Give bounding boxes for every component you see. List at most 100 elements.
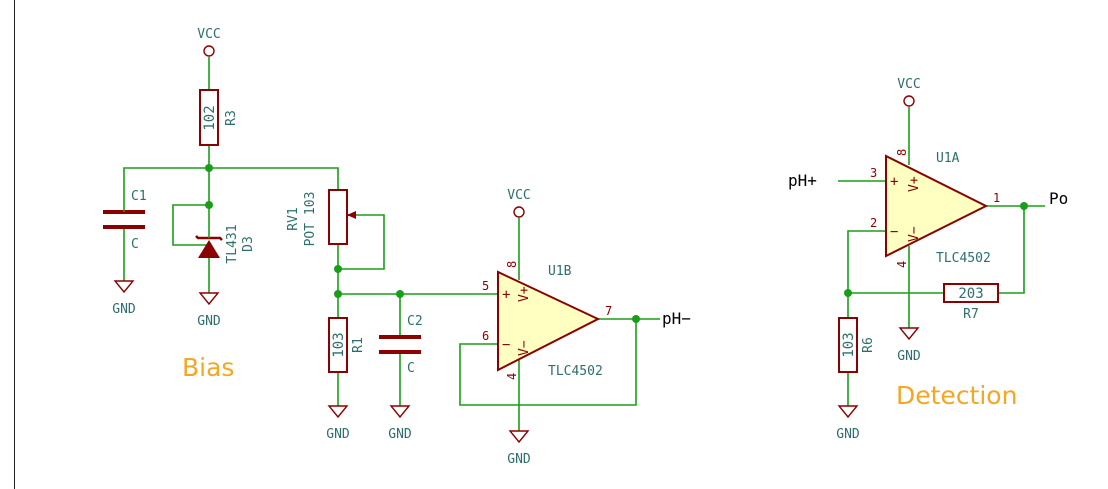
labels: VCC VCC VCC GND GND GND GND GND GND GND … [112, 27, 991, 467]
gnd-symbol [198, 292, 220, 306]
pin-number: 4 [505, 373, 519, 380]
pin-number: 6 [482, 329, 489, 343]
d3-value: TL431 [225, 224, 240, 263]
vminus-label: V− [907, 226, 922, 242]
u1b-ref: U1B [548, 264, 572, 279]
vplus-label: V+ [517, 286, 532, 302]
r7-ref: R7 [963, 307, 979, 322]
gnd-symbol [898, 327, 920, 341]
vcc-label: VCC [897, 77, 920, 92]
potentiometer-rv1 [328, 189, 348, 245]
opamp-symbols: + − V+ V− + − V+ V− [502, 174, 922, 356]
net-label-ph-plus: pH+ [788, 171, 817, 190]
zener-triangle [198, 240, 220, 258]
opamp-body [497, 270, 601, 372]
junction-dot [1020, 202, 1028, 210]
junction-dot [396, 290, 404, 298]
pin-number: 3 [870, 166, 877, 180]
junction-dot [844, 289, 852, 297]
gnd-symbol [389, 405, 411, 419]
gnd-label: GND [326, 427, 350, 442]
u1a-value: TLC4502 [936, 251, 991, 266]
c2-value: C [407, 361, 415, 376]
c1-ref: C1 [131, 189, 147, 204]
components [199, 89, 999, 373]
gnd-label: GND [112, 302, 136, 317]
u1a-ref: U1A [936, 151, 960, 166]
rv1-value: POT 103 [303, 192, 318, 247]
c2-ref: C2 [407, 314, 423, 329]
sheet-border [14, 0, 15, 489]
pin-number: 1 [993, 191, 1000, 205]
net-labels: pH− pH+ Po [662, 171, 1068, 328]
pot-wiper-arrow [347, 211, 356, 219]
power-symbols [113, 45, 920, 444]
plus-sign: + [890, 174, 898, 190]
resistor-r6 [838, 317, 858, 373]
pin-number: 7 [605, 304, 612, 318]
section-titles: Bias Detection [182, 353, 1017, 410]
vcc-label: VCC [197, 27, 220, 42]
pin-number: 2 [870, 216, 877, 230]
vminus-label: V− [517, 340, 532, 356]
opamp-u1a [885, 154, 989, 258]
pin-numbers: 5 6 7 8 4 3 2 1 8 4 [482, 149, 1000, 380]
r6-value: 103 [841, 332, 857, 357]
wire [338, 214, 385, 270]
vcc-symbol [203, 45, 215, 57]
opamp-u1b [497, 270, 601, 372]
r1-ref: R1 [351, 337, 366, 353]
zener-d3 [195, 205, 223, 258]
gnd-label: GND [897, 349, 921, 364]
pin-number: 8 [505, 261, 519, 268]
r7-value: 203 [958, 286, 983, 302]
resistor-r7 [943, 283, 999, 303]
junctions [205, 164, 1028, 323]
capacitors [103, 210, 421, 354]
rv1-ref: RV1 [286, 207, 301, 230]
gnd-symbol [508, 430, 530, 444]
vcc-label: VCC [507, 188, 530, 203]
junction-dot [334, 265, 342, 273]
vplus-label: V+ [907, 176, 922, 192]
pin-number: 5 [482, 279, 489, 293]
wire [998, 206, 1025, 294]
pin-number: 8 [895, 149, 909, 156]
resistor-r1 [328, 317, 348, 373]
section-title-detection: Detection [896, 381, 1017, 410]
d3-ref: D3 [241, 236, 256, 252]
vcc-symbol [513, 206, 525, 218]
section-title-bias: Bias [182, 353, 234, 382]
r3-ref: R3 [224, 110, 239, 126]
wire [459, 319, 637, 406]
gnd-label: GND [507, 452, 531, 467]
net-label-po: Po [1049, 189, 1068, 208]
gnd-symbol [837, 405, 859, 419]
r6-ref: R6 [861, 337, 876, 353]
wire [847, 230, 886, 293]
wire [172, 204, 209, 246]
minus-sign: − [502, 337, 510, 353]
minus-sign: − [890, 224, 898, 240]
gnd-symbol [327, 405, 349, 419]
gnd-label: GND [836, 427, 860, 442]
junction-dot [334, 290, 342, 298]
gnd-symbol [113, 280, 135, 294]
resistor-r3 [199, 89, 219, 146]
pin-number: 4 [895, 261, 909, 268]
plus-sign: + [502, 287, 510, 303]
wire [123, 167, 339, 196]
r1-value: 103 [331, 332, 347, 357]
gnd-label: GND [197, 314, 221, 329]
wires [123, 57, 1045, 431]
r3-value: 102 [202, 105, 218, 130]
c1-value: C [131, 237, 139, 252]
u1b-value: TLC4502 [548, 364, 603, 379]
opamp-body [885, 154, 989, 258]
vcc-symbol [903, 95, 915, 107]
junction-dot [205, 164, 213, 172]
junction-dot [632, 315, 640, 323]
gnd-label: GND [388, 427, 412, 442]
